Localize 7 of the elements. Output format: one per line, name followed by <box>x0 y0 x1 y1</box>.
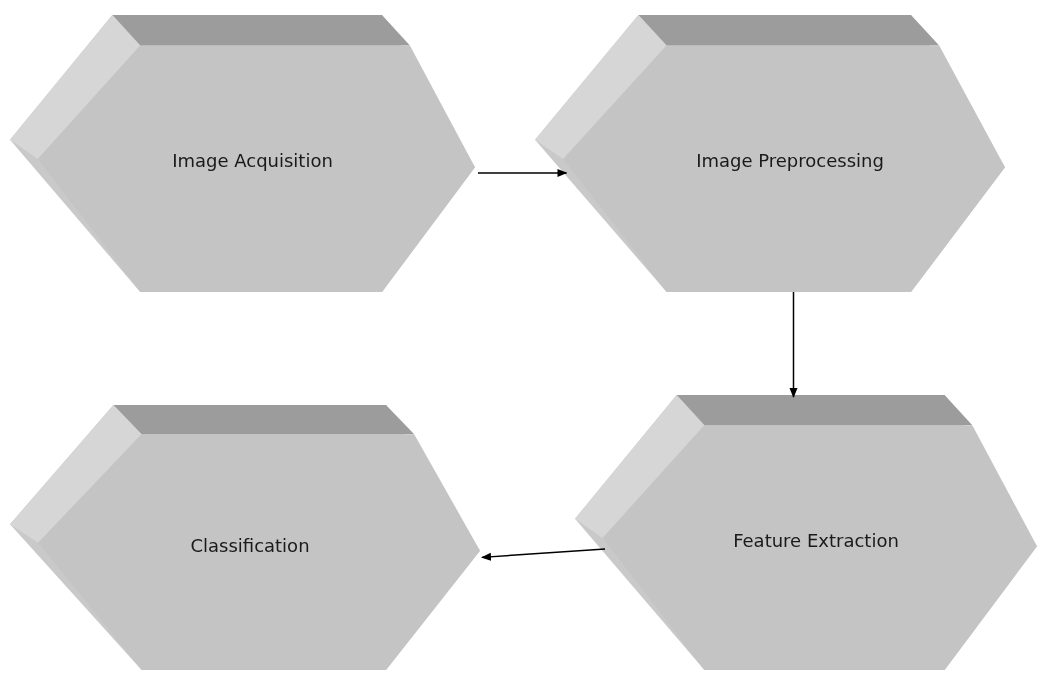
node-label: Classification <box>190 535 310 556</box>
arrow <box>481 548 606 561</box>
arrow <box>789 291 798 398</box>
node-label: Image Preprocessing <box>696 150 884 171</box>
node-label: Feature Extraction <box>733 530 899 551</box>
node-label: Image Acquisition <box>172 150 333 171</box>
arrow <box>477 168 568 177</box>
